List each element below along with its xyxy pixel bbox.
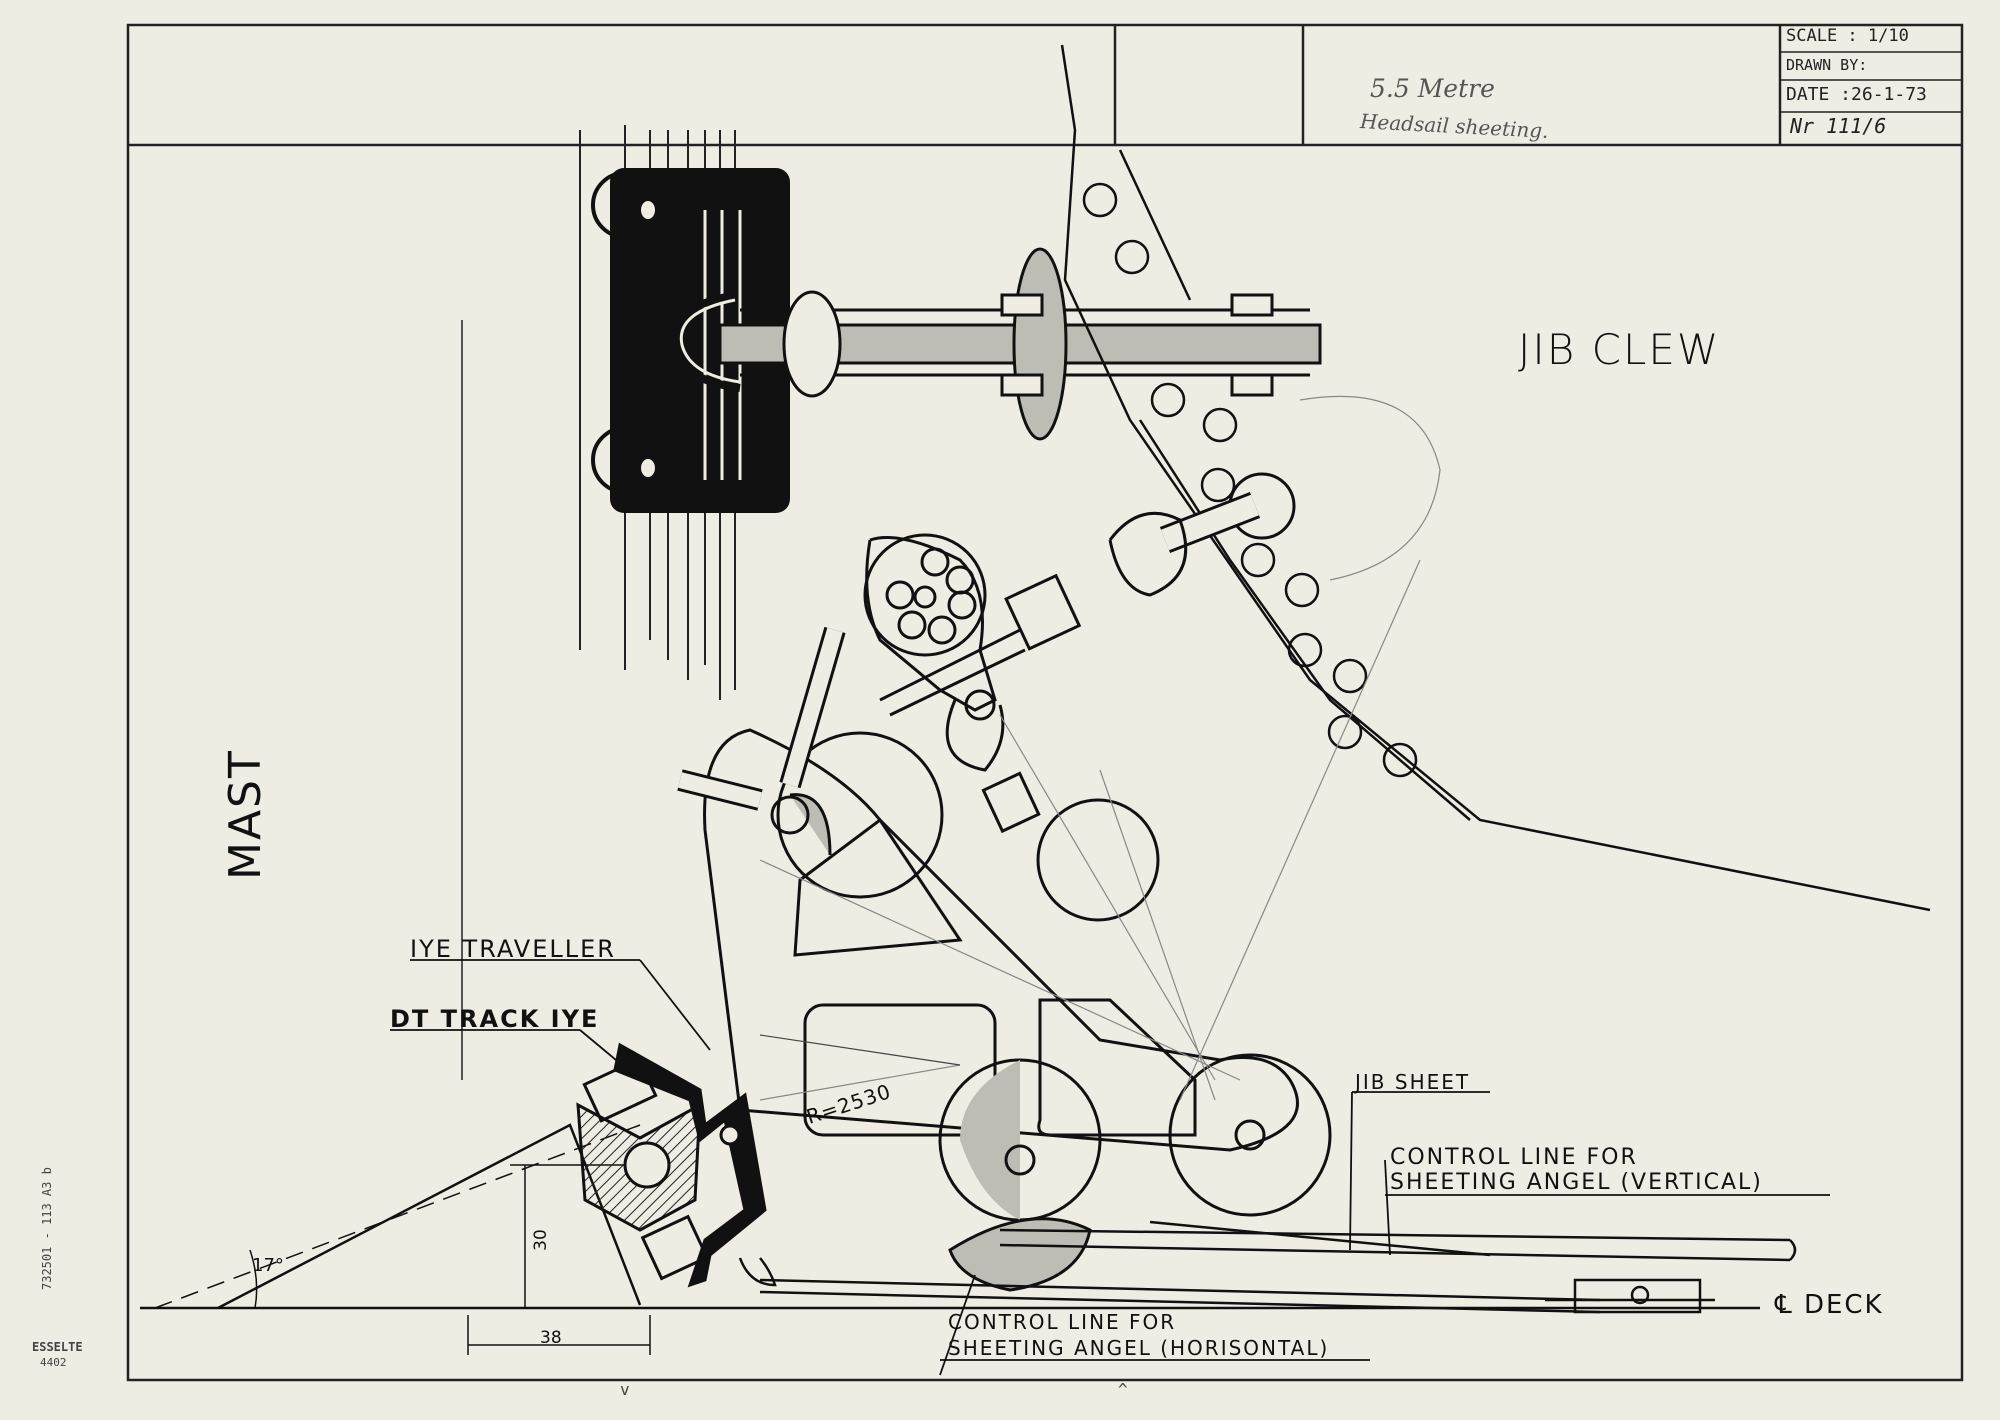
upper-block [863, 533, 1041, 834]
scale-label: SCALE : 1/10 [1786, 26, 1909, 46]
drawing-number: Nr 111/6 [1790, 114, 1887, 138]
bottom-mark-left: v [620, 1380, 630, 1399]
esselte-number: 4402 [40, 1356, 67, 1369]
control-horizontal-line1: CONTROL LINE FOR [948, 1310, 1177, 1334]
construction-lines [759, 395, 1441, 1101]
dimension-height: 30 [530, 1229, 551, 1251]
mast-label: MAST [220, 749, 271, 880]
mast-track-block [591, 168, 790, 513]
deck-wedge [140, 1123, 1760, 1355]
control-vertical-line2: SHEETING ANGEL (VERTICAL) [1390, 1170, 1763, 1195]
sheet-code: 732501 - 113 A3 b [40, 1167, 54, 1290]
drawing-frame [126, 23, 1964, 1382]
dt-track-traveller [576, 1042, 767, 1288]
outrigger-bar [664, 247, 1322, 441]
lead-block-body [677, 626, 1332, 1292]
jib-sheet-label: JIB SHEET [1355, 1070, 1471, 1094]
drawing-title-line1: 5.5 Metre [1370, 74, 1495, 103]
angle-label: 17° [252, 1255, 284, 1276]
control-lines [738, 1220, 1797, 1314]
control-vertical-line1: CONTROL LINE FOR [1390, 1145, 1638, 1170]
date-label: DATE :26-1-73 [1786, 84, 1927, 105]
deck-label: ℄ DECK [1775, 1290, 1884, 1320]
jib-clew-plate [1060, 44, 1931, 912]
jib-clew-label: JIB CLEW [1518, 325, 1721, 374]
iye-traveller-label: IYE TRAVELLER [410, 935, 616, 963]
clew-shackle [879, 472, 1296, 717]
bottom-mark-right: ^ [1118, 1380, 1128, 1399]
leader-lines [390, 959, 1830, 1376]
drawn-by-label: DRAWN BY: [1786, 56, 1868, 74]
dt-track-label: DT TRACK IYE [390, 1005, 600, 1033]
control-horizontal-line2: SHEETING ANGEL (HORISONTAL) [948, 1336, 1330, 1360]
esselte-brand: ESSELTE [32, 1340, 83, 1354]
dimension-width: 38 [540, 1328, 562, 1348]
